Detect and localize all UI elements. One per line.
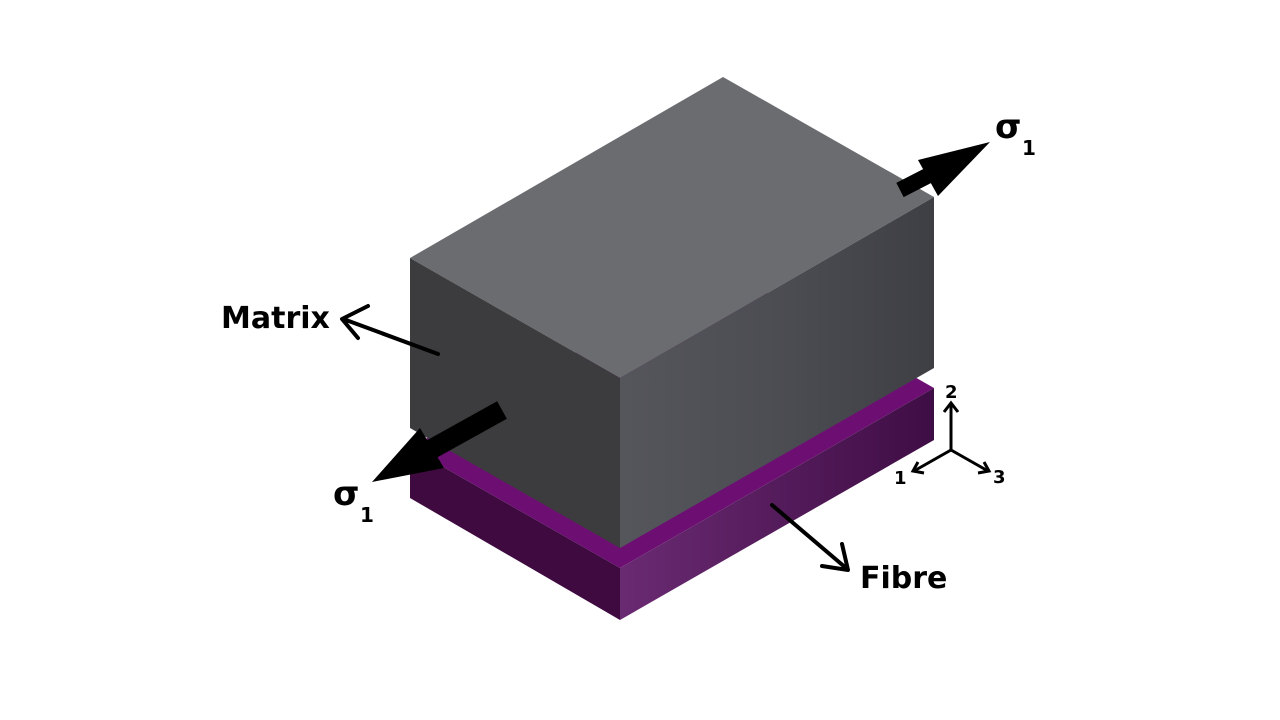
stress-label-right-symbol: σ [995,107,1021,147]
axis-1-arrow-icon [910,461,925,475]
matrix-pointer [340,304,440,356]
stress-label-left-symbol: σ [333,474,359,514]
stress-label-left-subscript: 1 [360,503,374,527]
matrix-left-face [410,258,620,548]
stress-arrow-left [372,401,507,482]
arrow-head-icon [372,428,444,482]
matrix-top-face [410,77,934,378]
fibre-right-face [620,388,934,620]
axis-3-arrow-icon [977,461,992,475]
fibre-left-face [410,448,620,620]
matrix-label: Matrix [221,301,330,336]
axis-3-label: 3 [993,467,1006,488]
stress-arrow-right [896,142,990,198]
matrix-block [410,77,934,548]
arrow-head-icon [340,304,370,340]
fibre-label: Fibre [860,561,947,596]
stress-label-right-subscript: 1 [1022,136,1036,160]
coordinate-axes: 2 1 3 [894,382,1006,489]
fibre-pointer [770,503,850,572]
axis-1-label: 1 [894,468,907,489]
axis-2-arrow-icon [942,400,960,413]
matrix-right-face [620,197,934,548]
axis-2-label: 2 [945,382,958,403]
arrow-head-icon [918,142,990,196]
arrow-head-icon [820,542,850,572]
